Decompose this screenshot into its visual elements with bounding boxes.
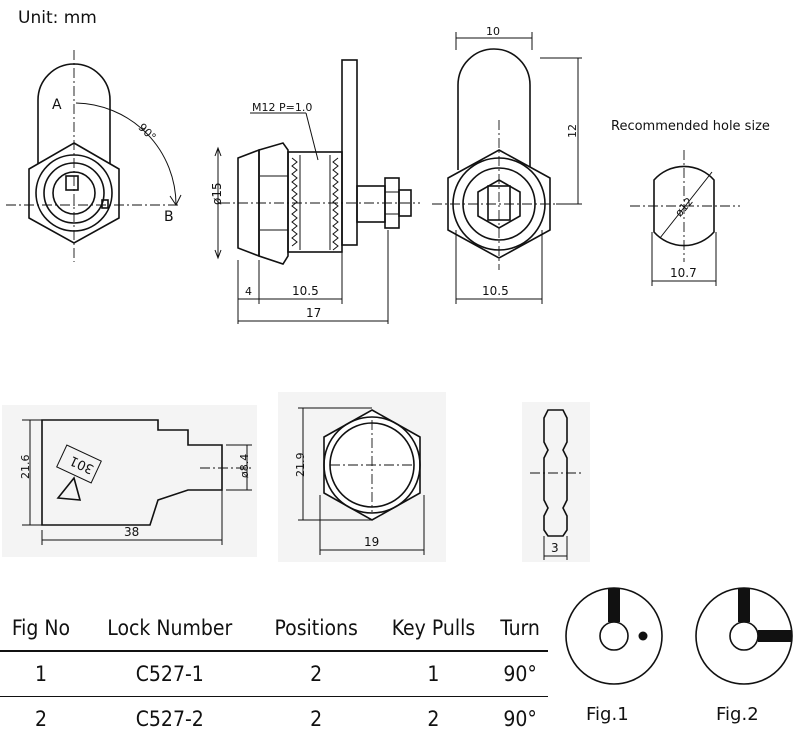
header-turn: Turn bbox=[492, 606, 548, 652]
header-positions: Positions bbox=[257, 606, 375, 652]
fig1-diagram bbox=[565, 587, 663, 685]
recommended-hole-label: Recommended hole size bbox=[611, 119, 770, 134]
side-body-label: 10.5 bbox=[292, 284, 319, 298]
lock-spec-table: Fig No Lock Number Positions Key Pulls T… bbox=[0, 606, 548, 741]
cell-lock-number: C527-1 bbox=[81, 651, 258, 697]
cell-key-pulls: 2 bbox=[427, 707, 440, 731]
key-view: 21.6 301 38 ø8.4 bbox=[2, 405, 257, 557]
table-header-row: Fig No Lock Number Positions Key Pulls T… bbox=[0, 606, 548, 652]
point-b-label: B bbox=[164, 209, 174, 225]
header-fig-no: Fig No bbox=[0, 606, 82, 652]
cell-fig-no: 1 bbox=[0, 651, 82, 697]
rear-width-label: 10 bbox=[486, 25, 500, 38]
side-diameter-label: ø15 bbox=[210, 182, 224, 205]
unit-label: Unit: mm bbox=[18, 8, 97, 28]
side-screw-block bbox=[356, 185, 386, 223]
key-blade-label: ø8.4 bbox=[238, 454, 251, 478]
rear-cam bbox=[457, 48, 531, 170]
nut-thickness-label: 3 bbox=[551, 541, 559, 555]
hole-flat-label: 10.7 bbox=[670, 266, 697, 280]
hole-view: ø12 10.7 bbox=[630, 150, 740, 286]
nut-view: 21.9 19 bbox=[278, 392, 446, 562]
front-key-notch bbox=[101, 199, 109, 209]
fig2-inner-circle bbox=[729, 621, 759, 651]
fig1-top-bar bbox=[608, 588, 620, 622]
nut-width-label: 19 bbox=[364, 535, 379, 549]
fig1-inner-circle bbox=[599, 621, 629, 651]
rear-bottom-label: 10.5 bbox=[482, 284, 509, 298]
rear-height-label: 12 bbox=[566, 124, 579, 138]
side-view: ø15 4 10.5 17 M12 P=1.0 bbox=[210, 59, 420, 324]
key-body bbox=[41, 419, 223, 526]
fig1-label: Fig.1 bbox=[586, 704, 629, 725]
rear-view: 10 12 10.5 bbox=[432, 25, 582, 304]
nut-outer-ring bbox=[323, 416, 421, 514]
cell-turn: 90° bbox=[492, 651, 548, 697]
nut-side-profile bbox=[543, 409, 568, 537]
table-row: 2 C527-2 2 2 90° bbox=[0, 697, 548, 742]
cell-key-pulls: 1 bbox=[374, 651, 493, 697]
side-overall-label: 17 bbox=[306, 306, 321, 320]
key-height-label: 21.6 bbox=[19, 455, 32, 480]
header-lock-number: Lock Number bbox=[81, 606, 258, 652]
header-key-pulls: Key Pulls bbox=[374, 606, 493, 652]
side-threaded-body bbox=[287, 151, 343, 253]
cell-fig-no: 2 bbox=[34, 707, 47, 731]
fig2-label: Fig.2 bbox=[716, 704, 759, 725]
front-view: A B 90° bbox=[6, 50, 182, 262]
fig2-top-bar bbox=[738, 588, 750, 622]
cell-positions: 2 bbox=[257, 651, 375, 697]
nut-side-view: 3 bbox=[522, 402, 590, 562]
hole-outline bbox=[653, 165, 715, 247]
side-flange-label: 4 bbox=[245, 285, 252, 298]
cell-lock-number: C527-2 bbox=[135, 707, 204, 731]
side-cam-plate bbox=[341, 59, 358, 246]
fig2-right-bar bbox=[758, 630, 792, 642]
fig2-diagram bbox=[695, 587, 793, 685]
table-row: 1 C527-1 2 1 90° bbox=[0, 651, 548, 697]
hole-diameter-label: ø12 bbox=[672, 195, 695, 219]
nut-height-label: 21.9 bbox=[294, 453, 307, 478]
angle-label: 90° bbox=[136, 121, 159, 144]
key-length-label: 38 bbox=[124, 525, 139, 539]
side-screw-tip bbox=[398, 189, 412, 217]
fig1-dot bbox=[638, 631, 648, 641]
front-key-slot bbox=[65, 175, 79, 191]
key-triangle bbox=[56, 476, 82, 501]
thread-spec-label: M12 P=1.0 bbox=[252, 101, 312, 114]
cell-positions: 2 bbox=[310, 707, 323, 731]
cell-turn: 90° bbox=[503, 707, 537, 731]
side-nut bbox=[258, 142, 289, 265]
point-a-label: A bbox=[52, 97, 62, 113]
